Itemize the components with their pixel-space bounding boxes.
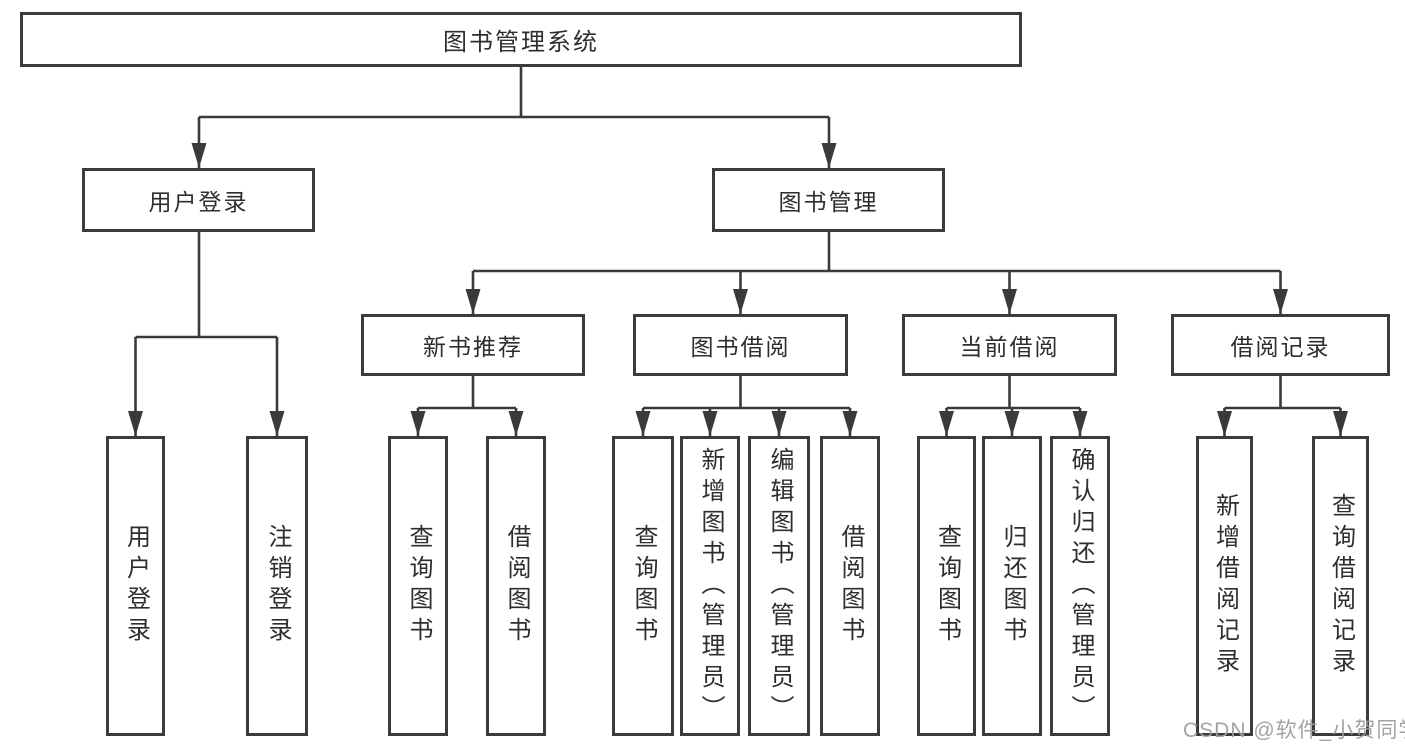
node-current-borrowing: 当前借阅 <box>902 314 1117 376</box>
node-label: 用户登录 <box>148 189 249 215</box>
node-library-management-system: 图书管理系统 <box>20 12 1022 67</box>
node-label: 确认归还（管理员） <box>1067 446 1094 726</box>
node-logout: 注销登录 <box>246 436 308 736</box>
node-borrow-books: 借阅图书 <box>820 436 880 736</box>
node-label: 编辑图书（管理员） <box>766 446 793 726</box>
node-label: 查询图书 <box>933 524 961 648</box>
node-label: 查询图书 <box>405 524 432 648</box>
node-add-books-admin: 新增图书（管理员） <box>680 436 740 736</box>
node-edit-books-admin: 编辑图书（管理员） <box>748 436 810 736</box>
node-search-books-recommend: 查询图书 <box>388 436 448 736</box>
arrowheads <box>128 143 1348 436</box>
node-label: 归还图书 <box>999 524 1026 648</box>
node-book-management: 图书管理 <box>712 168 945 232</box>
node-user-login: 用户登录 <box>82 168 315 232</box>
node-return-books: 归还图书 <box>982 436 1042 736</box>
node-label: 新书推荐 <box>423 334 523 360</box>
node-label: 借阅记录 <box>1230 334 1331 360</box>
node-label: 借阅图书 <box>837 524 864 648</box>
node-label: 用户登录 <box>122 524 150 648</box>
node-label: 查询图书 <box>630 524 657 648</box>
node-label: 查询借阅记录 <box>1327 493 1355 679</box>
node-label: 新增借阅记录 <box>1211 493 1239 679</box>
node-label: 图书借阅 <box>690 334 791 360</box>
node-label: 新增图书（管理员） <box>697 446 724 726</box>
node-label: 注销登录 <box>264 524 291 648</box>
watermark-text: CSDN @软件_小贺同学 <box>1183 719 1405 742</box>
node-borrow-books-recommend: 借阅图书 <box>486 436 546 736</box>
node-search-borrow-record: 查询借阅记录 <box>1312 436 1369 736</box>
node-label: 借阅图书 <box>503 524 530 648</box>
node-book-borrowing: 图书借阅 <box>633 314 848 376</box>
node-label: 图书管理系统 <box>443 29 599 56</box>
node-search-books-current: 查询图书 <box>917 436 976 736</box>
node-label: 当前借阅 <box>959 334 1060 360</box>
node-search-books-borrow: 查询图书 <box>612 436 674 736</box>
node-borrowing-records: 借阅记录 <box>1171 314 1390 376</box>
node-confirm-return-admin: 确认归还（管理员） <box>1050 436 1110 736</box>
node-new-book-recommendation: 新书推荐 <box>361 314 585 376</box>
node-add-borrow-record: 新增借阅记录 <box>1196 436 1253 736</box>
node-label: 图书管理 <box>778 189 879 215</box>
node-user-login-leaf: 用户登录 <box>106 436 165 736</box>
